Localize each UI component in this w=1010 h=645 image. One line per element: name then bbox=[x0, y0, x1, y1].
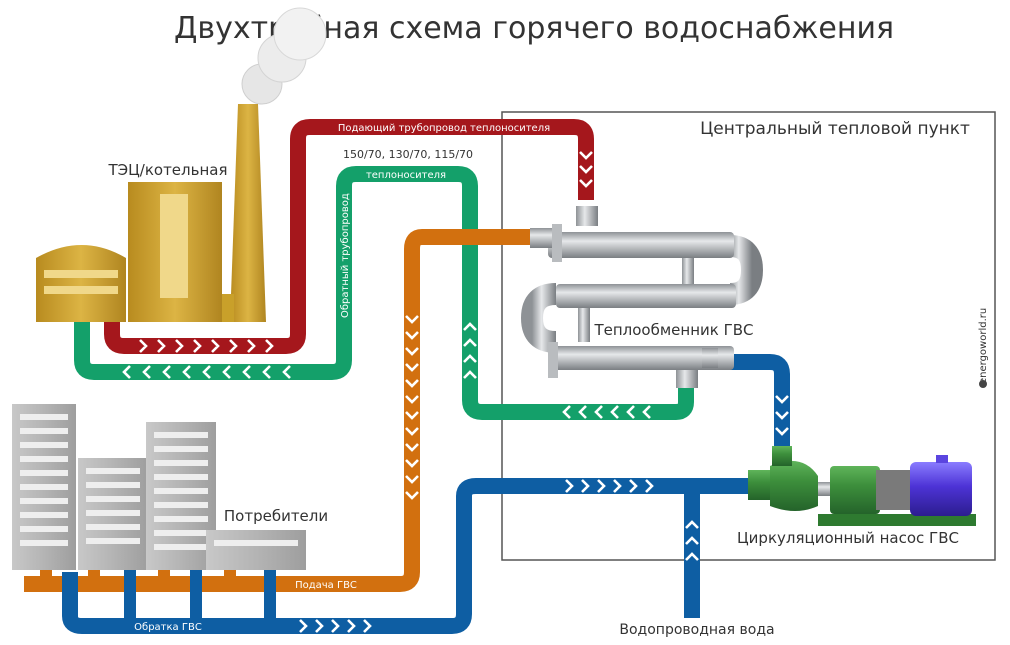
circulation-pump bbox=[748, 446, 976, 526]
heat-exchanger-label: Теплообменник ГВС bbox=[593, 321, 753, 339]
tec-plant bbox=[36, 7, 327, 322]
pump-label: Циркуляционный насос ГВС bbox=[737, 529, 959, 547]
supply-pipe-label: Подающий трубопровод теплоносителя bbox=[338, 123, 550, 134]
watermark-logo-icon bbox=[979, 380, 987, 388]
supply-heat-pipe bbox=[104, 119, 594, 354]
ctp-label: Центральный тепловой пункт bbox=[700, 119, 970, 139]
watermark: energoworld.ru bbox=[978, 308, 989, 388]
tap-water-label: Водопроводная вода bbox=[619, 622, 774, 638]
gvs-return-label: Обратка ГВС bbox=[134, 622, 202, 633]
ctp-frame bbox=[501, 111, 996, 561]
pump-motor-icon bbox=[910, 462, 972, 516]
gvs-supply-label: Подача ГВС bbox=[295, 580, 357, 591]
temperatures-label: 150/70, 130/70, 115/70 bbox=[343, 148, 473, 161]
chimney-smoke-icon bbox=[241, 7, 327, 105]
consumers-label: Потребители bbox=[224, 507, 328, 525]
consumer-buildings bbox=[12, 404, 306, 570]
gvs-return-from-exchanger bbox=[716, 354, 790, 456]
consumer-branches bbox=[40, 568, 276, 626]
tec-label: ТЭЦ/котельная bbox=[108, 161, 228, 179]
watermark-text: energoworld.ru bbox=[978, 308, 989, 384]
gvs-supply-pipe bbox=[24, 229, 530, 592]
return-pipe-label-a: Обратный трубопровод bbox=[340, 193, 351, 318]
gvs-return-pipe bbox=[62, 478, 750, 634]
heat-exchanger bbox=[520, 206, 764, 388]
return-pipe-label-b: теплоносителя bbox=[366, 170, 446, 181]
flow-arrow-icon bbox=[122, 151, 789, 633]
